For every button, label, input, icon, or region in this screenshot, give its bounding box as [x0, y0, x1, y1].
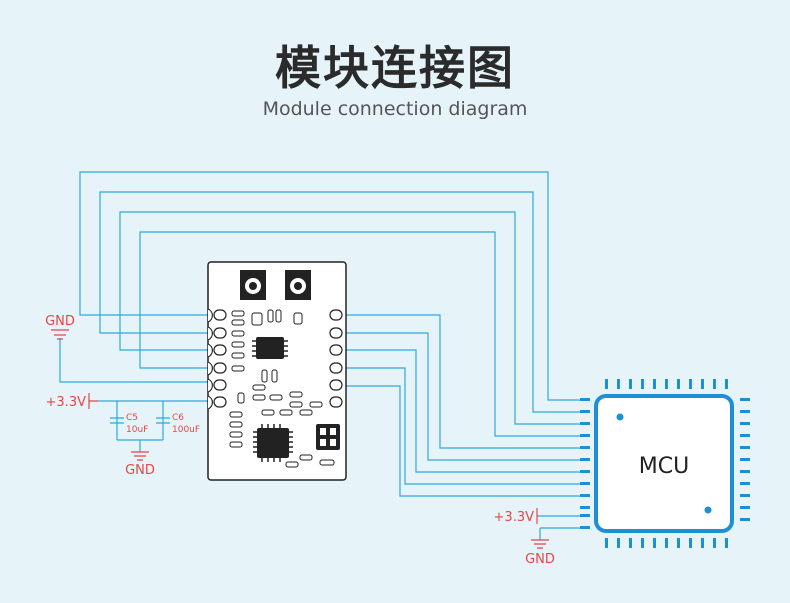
right-pins [329, 309, 343, 408]
wire-right-2 [345, 332, 580, 461]
wire-gnd-right [539, 527, 580, 540]
vcc-symbol-left [88, 393, 98, 409]
wire-left-3 [119, 211, 580, 425]
crystal [316, 424, 340, 450]
vcc-right-label: +3.3V [494, 510, 535, 525]
right-wires [345, 314, 580, 497]
gnd-symbol-right [531, 539, 549, 549]
wire-left-2 [99, 191, 580, 413]
mcu-pins-left [580, 398, 590, 529]
wire-right-4 [345, 367, 580, 485]
wire-gnd-left [59, 338, 208, 383]
wire-right-1 [345, 314, 580, 449]
gnd-symbol-left [51, 329, 69, 340]
antenna-connector-1 [240, 270, 266, 300]
chip-1 [252, 337, 288, 359]
diagram-title: 模块连接图 [275, 41, 515, 95]
cap2-name: C6 [172, 413, 184, 423]
capacitor-c5 [110, 417, 124, 424]
left-pins [207, 308, 227, 410]
module-board [207, 261, 347, 481]
vcc-left-label: +3.3V [46, 395, 87, 410]
wire-cap-top [116, 401, 164, 440]
mcu-pins-right [740, 398, 750, 521]
mcu-pins-bottom [605, 538, 728, 548]
gnd-caps-label: GND [125, 463, 155, 478]
capacitor-c6 [156, 417, 170, 424]
cap1-value: 10uF [126, 425, 148, 435]
wire-cap-bottom [117, 439, 163, 452]
wire-left-1 [79, 171, 580, 401]
diagram-subtitle: Module connection diagram [262, 98, 528, 120]
cap1-name: C5 [126, 413, 138, 423]
antenna-connector-2 [285, 270, 311, 300]
chip-2 [253, 424, 293, 462]
left-wires [79, 171, 580, 437]
wire-right-3 [345, 349, 580, 473]
gnd-left-label: GND [45, 314, 75, 329]
gnd-symbol-caps [131, 451, 149, 461]
mcu-label: MCU [639, 454, 689, 479]
cap2-value: 100uF [172, 425, 200, 435]
gnd-right-label: GND [525, 552, 555, 567]
mcu-chip: MCU [580, 379, 750, 548]
wire-left-4 [139, 231, 580, 437]
wire-right-5 [345, 385, 580, 497]
smd-components [229, 309, 335, 468]
mcu-pins-top [605, 379, 728, 389]
